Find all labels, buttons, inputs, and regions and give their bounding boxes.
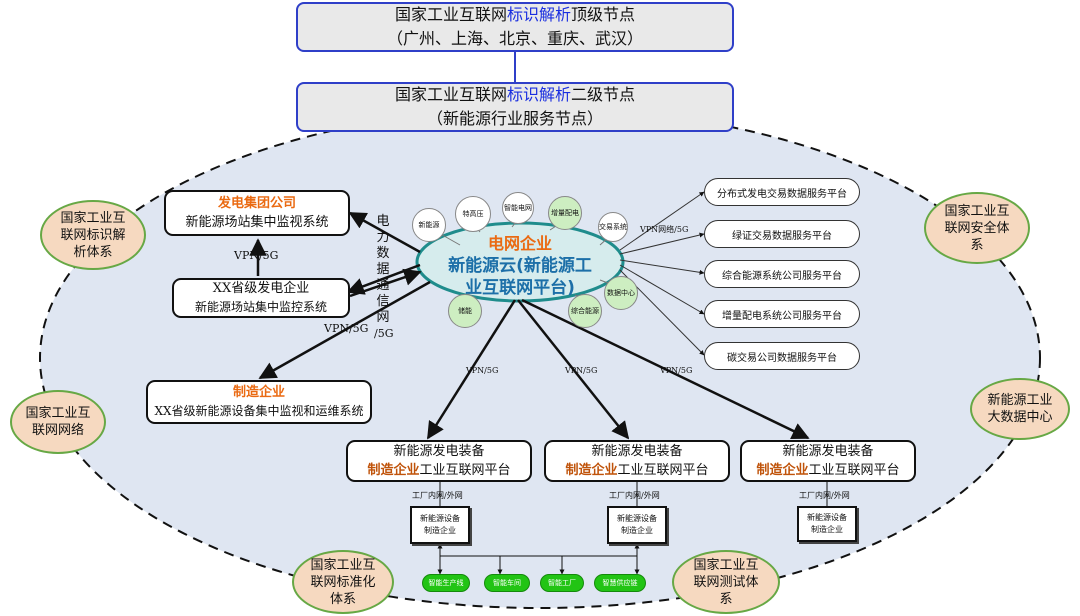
manufacturer-square-1: 新能源设备制造企业 bbox=[410, 506, 470, 544]
ring-identity-system: 国家工业互联网标识解析体系 bbox=[40, 200, 146, 270]
factory-net-label-3: 工厂内网/外网 bbox=[799, 491, 850, 500]
platform-links bbox=[439, 482, 828, 506]
platform-1-line1: 新能源发电装备 bbox=[393, 444, 485, 459]
ring-security-system: 国家工业互联网安全体系 bbox=[924, 192, 1030, 264]
platform-box-2: 新能源发电装备 制造企业工业互联网平台 bbox=[544, 440, 730, 482]
platform-box-3: 新能源发电装备 制造企业工业互联网平台 bbox=[740, 440, 916, 482]
vpn-label-down-2: VPN/5G bbox=[565, 366, 598, 375]
ring-network: 国家工业互联网网络 bbox=[10, 390, 106, 454]
platform-1-line2: 制造企业工业互联网平台 bbox=[367, 463, 511, 478]
ring-standardization: 国家工业互联网标准化体系 bbox=[292, 550, 394, 614]
satellite-uhv: 特高压 bbox=[455, 196, 491, 232]
vpn-label-right: VPN网络/5G bbox=[640, 225, 689, 234]
satellite-incremental-distribution: 增量配电 bbox=[548, 196, 582, 230]
gen-group-desc: 新能源场站集中监视系统 bbox=[185, 215, 329, 230]
platform-2-line1: 新能源发电装备 bbox=[591, 444, 683, 459]
factory-net-label-1: 工厂内网/外网 bbox=[412, 491, 463, 500]
ring-bigdata-center: 新能源工业大数据中心 bbox=[970, 378, 1070, 440]
service-carbon-trading: 碳交易公司数据服务平台 bbox=[704, 342, 860, 370]
service-green-certificate: 绿证交易数据服务平台 bbox=[704, 220, 860, 248]
center-line2: 业互联网平台) bbox=[465, 278, 575, 298]
platform-3-line2: 制造企业工业互联网平台 bbox=[756, 463, 900, 478]
top-level-node-title: 国家工业互联网标识解析顶级节点 bbox=[394, 5, 636, 24]
top-level-node-cities: （广州、上海、北京、重庆、武汉） bbox=[386, 29, 643, 48]
factory-net-label-2: 工厂内网/外网 bbox=[609, 491, 660, 500]
manufacturer-square-3: 新能源设备制造企业 bbox=[797, 506, 857, 542]
service-distributed-trading: 分布式发电交易数据服务平台 bbox=[704, 178, 860, 206]
center-line1: 新能源云(新能源工 bbox=[448, 256, 592, 276]
power-network-label: 电 力 数 据 通 信 网 /5G bbox=[374, 214, 394, 340]
platform-2-line2: 制造企业工业互联网平台 bbox=[565, 463, 709, 478]
satellite-integrated-energy: 综合能源 bbox=[568, 294, 602, 328]
platform-box-1: 新能源发电装备 制造企业工业互联网平台 bbox=[346, 440, 532, 482]
vpn-label-down-3: VPN/5G bbox=[660, 366, 693, 375]
pill-smart-workshop: 智能车间 bbox=[484, 574, 530, 592]
second-level-node-title: 国家工业互联网标识解析二级节点 bbox=[394, 85, 636, 104]
manufacturer-box: 制造企业 XX省级新能源设备集中监视和运维系统 bbox=[146, 380, 372, 424]
service-integrated-energy: 综合能源系统公司服务平台 bbox=[704, 260, 860, 288]
vpn-label-down-1: VPN/5G bbox=[466, 366, 499, 375]
platform-3-line1: 新能源发电装备 bbox=[782, 444, 874, 459]
center-company: 电网企业 bbox=[487, 234, 552, 253]
ring-testing: 国家工业互联网测试体系 bbox=[672, 550, 780, 614]
satellite-new-energy: 新能源 bbox=[412, 208, 446, 242]
satellite-data-center: 数据中心 bbox=[604, 276, 638, 310]
vpn-label-left-upper: VPN/5G bbox=[234, 249, 279, 262]
vpn-label-left-lower: VPN/5G bbox=[324, 322, 369, 335]
service-links bbox=[619, 191, 705, 356]
manufacturer-desc: XX省级新能源设备集中监视和运维系统 bbox=[154, 404, 364, 418]
provincial-desc: 新能源场站集中监控系统 bbox=[194, 300, 327, 314]
provincial-box: XX省级发电企业 新能源场站集中监控系统 bbox=[172, 278, 350, 318]
satellite-smart-grid: 智能电网 bbox=[502, 192, 534, 224]
second-level-node-sub: （新能源行业服务节点） bbox=[426, 109, 603, 128]
satellite-trading-system: 交易系统 bbox=[598, 212, 628, 242]
pill-smart-factory: 智能工厂 bbox=[540, 574, 584, 592]
left-links bbox=[249, 211, 431, 380]
satellite-storage: 储能 bbox=[448, 294, 482, 328]
pill-smart-line: 智能生产线 bbox=[422, 574, 470, 592]
pill-bus bbox=[437, 543, 640, 575]
manufacturer-square-2: 新能源设备制造企业 bbox=[607, 506, 667, 544]
pill-smart-supply-chain: 智慧供应链 bbox=[594, 574, 646, 592]
provincial-title: XX省级发电企业 bbox=[212, 281, 310, 296]
top-level-node: 国家工业互联网标识解析顶级节点 （广州、上海、北京、重庆、武汉） bbox=[296, 2, 734, 52]
down-links bbox=[426, 298, 810, 440]
industry-ellipse bbox=[39, 107, 1041, 609]
service-incremental-distribution: 增量配电系统公司服务平台 bbox=[704, 300, 860, 328]
gen-group-box: 发电集团公司 新能源场站集中监视系统 bbox=[164, 190, 350, 236]
second-level-node: 国家工业互联网标识解析二级节点 （新能源行业服务节点） bbox=[296, 82, 734, 132]
manufacturer-title: 制造企业 bbox=[232, 385, 285, 400]
gen-group-title: 发电集团公司 bbox=[217, 196, 296, 211]
